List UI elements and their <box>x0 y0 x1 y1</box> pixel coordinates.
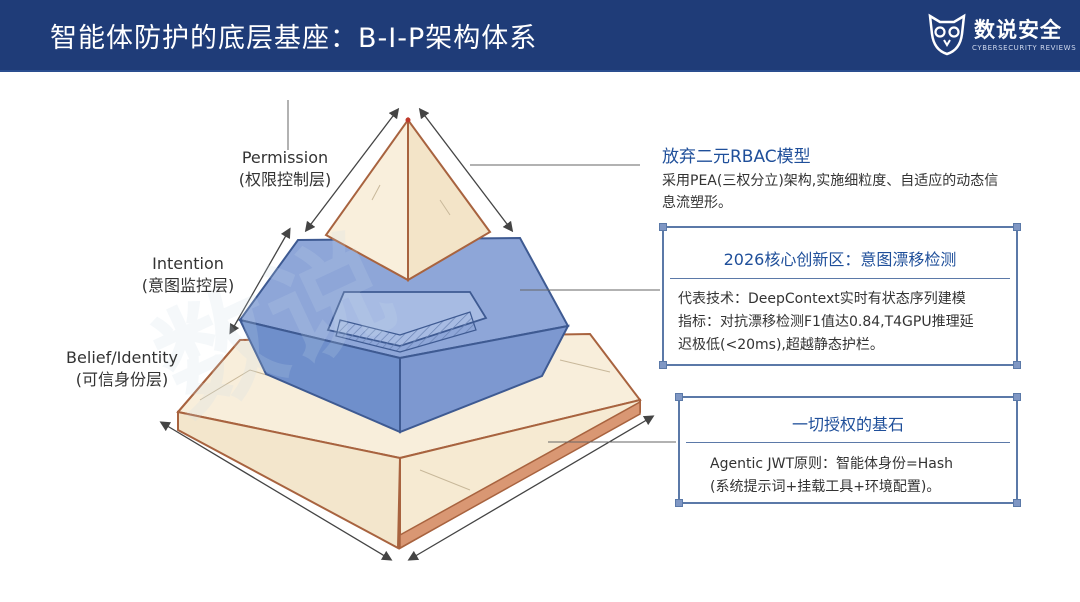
rbac-description: 采用PEA(三权分立)架构,实施细粒度、自适应的动态信 息流塑形。 <box>662 170 1042 214</box>
innovation-divider <box>670 278 1010 279</box>
cornerstone-line-1: Agentic JWT原则：智能体身份=Hash <box>710 456 954 472</box>
rbac-line-2: 息流塑形。 <box>662 195 732 211</box>
permission-label: Permission (权限控制层) <box>226 147 344 191</box>
belief-cn: (可信身份层) <box>75 370 169 389</box>
rbac-line-1: 采用PEA(三权分立)架构,实施细粒度、自适应的动态信 <box>662 173 999 189</box>
permission-cn: (权限控制层) <box>238 170 332 189</box>
leader-lines <box>287 100 676 443</box>
intention-name: Intention <box>152 254 224 273</box>
brand-logo: 数说安全 CYBERSECURITY REVIEWS <box>924 12 1076 62</box>
permission-name: Permission <box>241 148 329 167</box>
header-bar: 智能体防护的底层基座：B-I-P架构体系 数说安全 CYBERSECURITY … <box>0 0 1080 72</box>
owl-icon <box>928 13 966 56</box>
intention-inner-hatch <box>335 311 477 353</box>
dimension-lines <box>159 107 655 561</box>
innovation-title: 2026核心创新区：意图漂移检测 <box>723 250 957 269</box>
cornerstone-box: 一切授权的基石 Agentic JWT原则：智能体身份=Hash (系统提示词+… <box>675 393 1021 507</box>
cornerstone-divider <box>686 442 1010 443</box>
intention-cn: (意图监控层) <box>141 276 235 295</box>
logo-subtitle: CYBERSECURITY REVIEWS <box>972 44 1077 52</box>
cornerstone-line-2: (系统提示词+挂载工具+环境配置)。 <box>710 479 941 495</box>
innovation-line-1: 代表技术：DeepContext实时有状态序列建模 <box>678 291 966 307</box>
intention-right-face <box>399 324 570 434</box>
belief-label: Belief/Identity (可信身份层) <box>52 347 192 391</box>
cornerstone-title: 一切授权的基石 <box>791 415 904 434</box>
apex-marker <box>405 117 411 123</box>
intention-layer <box>238 236 570 434</box>
page-title: 智能体防护的底层基座：B-I-P架构体系 <box>50 23 538 54</box>
belief-name: Belief/Identity <box>66 348 178 367</box>
innovation-line-2: 指标：对抗漂移检测F1值达0.84,T4GPU推理延 <box>678 314 974 330</box>
innovation-line-3: 迟极低(<20ms),超越静态护栏。 <box>678 337 884 353</box>
cornerstone-body: Agentic JWT原则：智能体身份=Hash (系统提示词+挂载工具+环境配… <box>710 453 1010 499</box>
rbac-heading: 放弃二元RBAC模型 <box>662 147 811 167</box>
intention-label: Intention (意图监控层) <box>130 253 246 297</box>
innovation-body: 代表技术：DeepContext实时有状态序列建模 指标：对抗漂移检测F1值达0… <box>678 288 1014 357</box>
innovation-box: 2026核心创新区：意图漂移检测 代表技术：DeepContext实时有状态序列… <box>659 223 1021 369</box>
logo-name: 数说安全 <box>974 18 1062 42</box>
